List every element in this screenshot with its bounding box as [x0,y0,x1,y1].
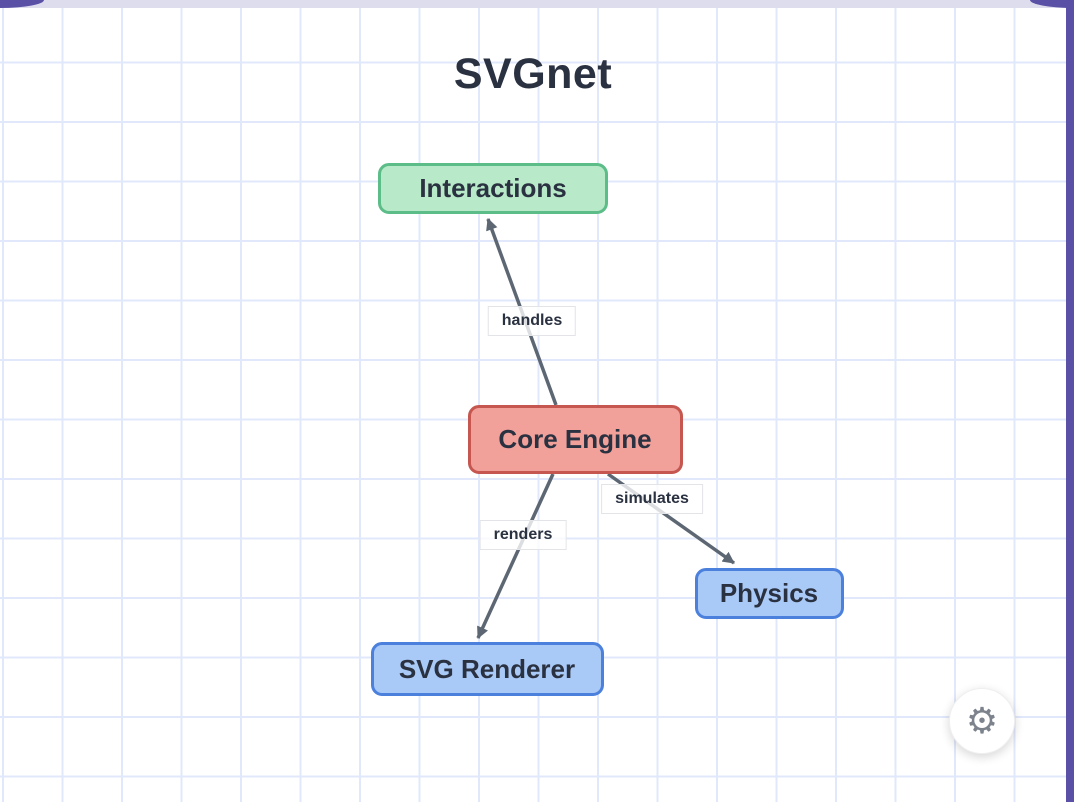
gear-icon: ⚙ [965,700,999,741]
diagram-title: SVGnet [453,50,613,98]
settings-button[interactable]: ⚙ [949,688,1015,754]
node-svg-renderer[interactable]: SVG Renderer [370,642,604,696]
edge-simulates [606,472,736,565]
frame-top-border [0,0,1074,8]
frame-right-border [1066,0,1074,802]
node-physics[interactable]: Physics [694,567,844,619]
node-interactions[interactable]: Interactions [378,162,608,214]
edge-handles [486,218,558,406]
frame-corner-top-right [1030,0,1074,8]
node-core-engine[interactable]: Core Engine [467,404,683,474]
edge-renders [476,473,555,639]
frame-corner-top-left [0,0,44,8]
